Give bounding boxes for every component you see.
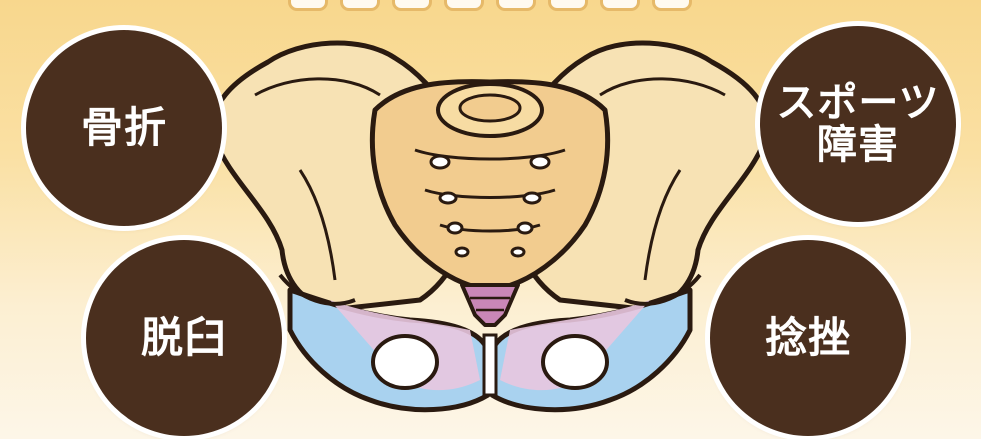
badge-fracture-label: 骨折 (81, 106, 167, 150)
badge-dislocation-label: 脱臼 (141, 316, 227, 360)
badge-sports-injury: スポーツ 障害 (760, 26, 956, 222)
badge-sports-line1: スポーツ (776, 82, 939, 124)
badge-sports-line2: 障害 (817, 124, 899, 166)
badge-fracture: 骨折 (26, 30, 222, 226)
badge-dislocation: 脱臼 (86, 240, 282, 436)
badge-sprain: 捻挫 (710, 240, 906, 436)
coccyx (462, 285, 518, 325)
badge-sprain-label: 捻挫 (765, 316, 851, 360)
